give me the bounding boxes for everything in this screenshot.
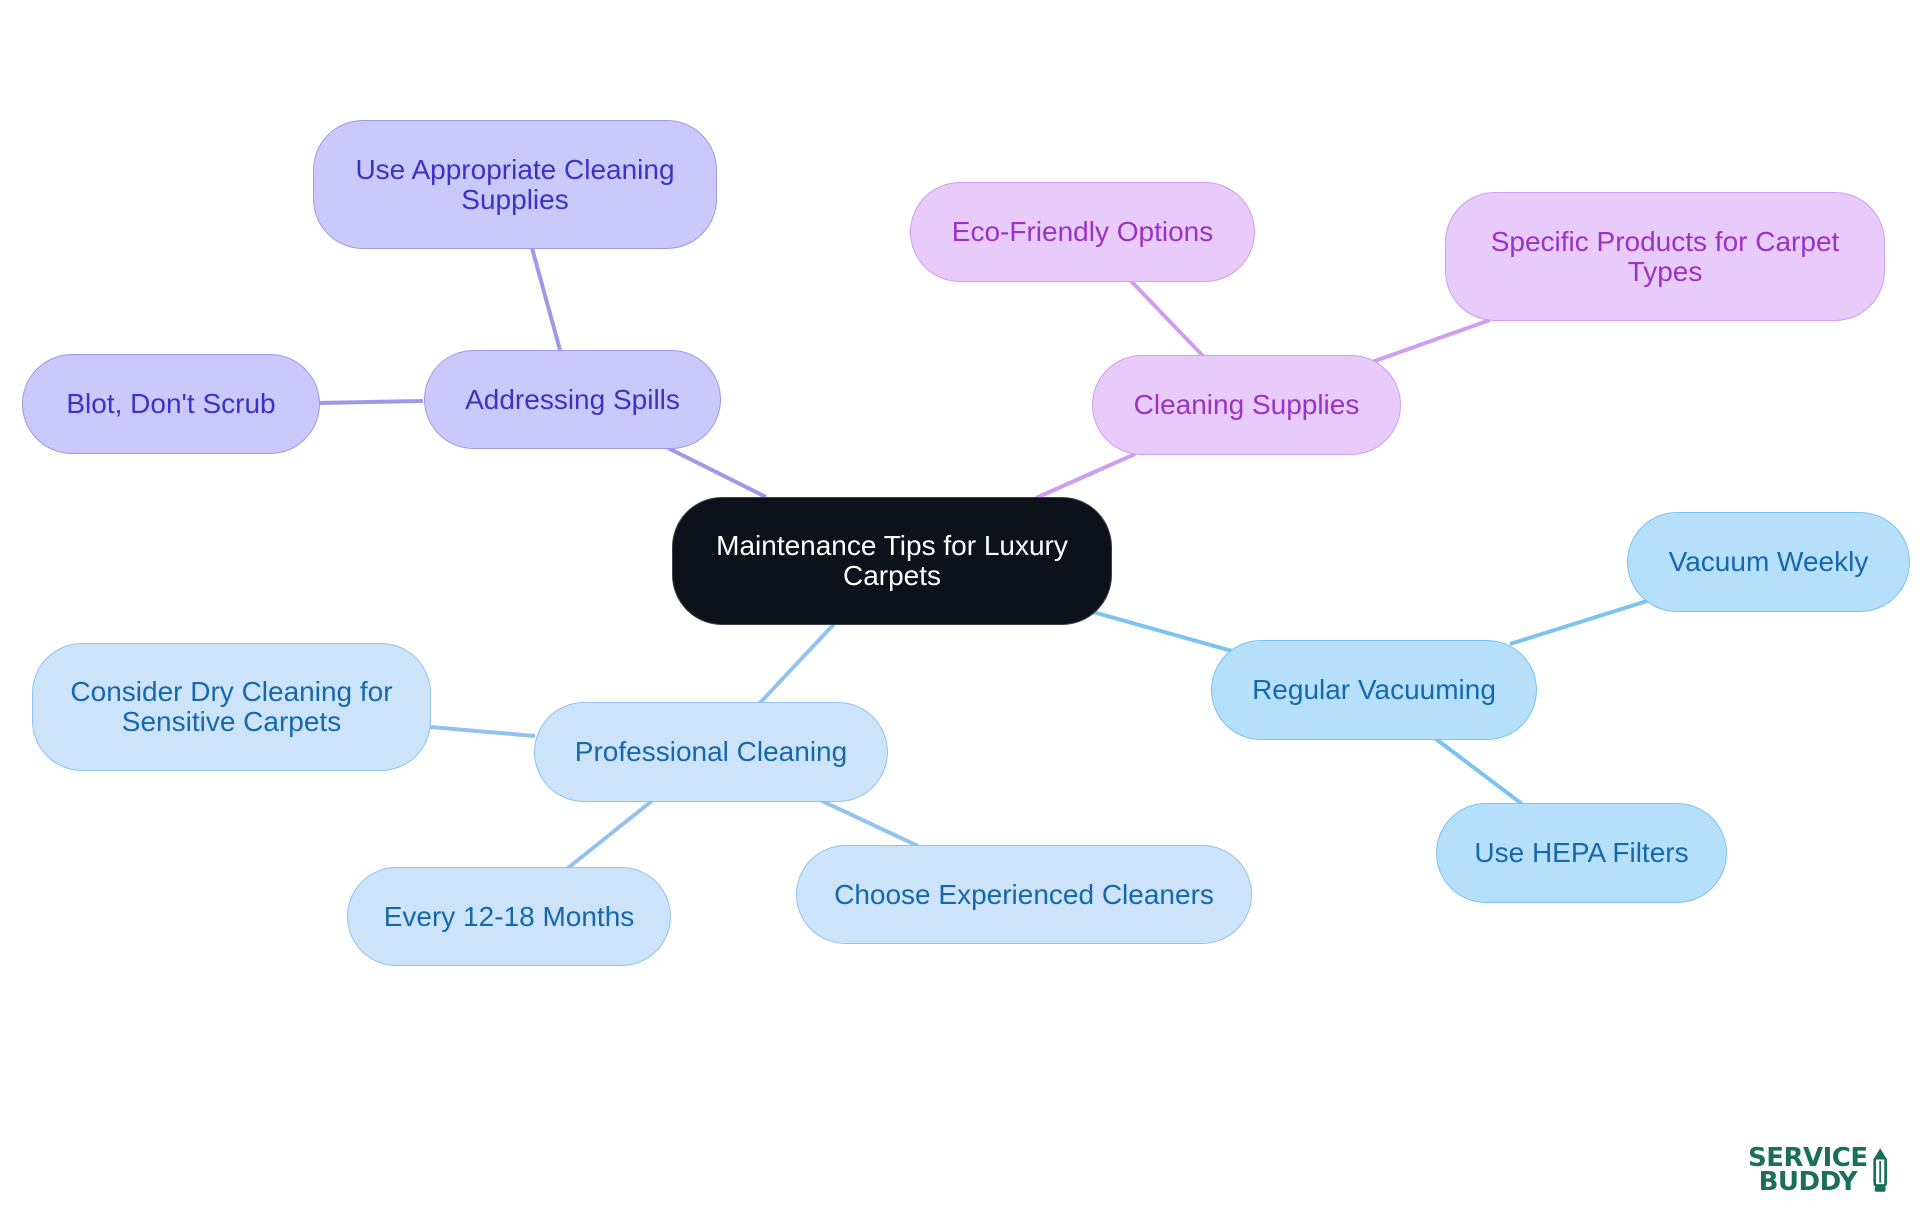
regular-vacuuming-node[interactable]: Regular Vacuuming [1211, 640, 1537, 740]
root-node[interactable]: Maintenance Tips for Luxury Carpets [672, 497, 1112, 625]
link-root-addressing-spills [667, 446, 767, 499]
link-supplies-specific [1371, 318, 1491, 364]
choose-experienced-cleaners-label: Choose Experienced Cleaners [834, 878, 1214, 910]
addressing-spills-node[interactable]: Addressing Spills [424, 350, 721, 449]
addressing-spills-label: Addressing Spills [465, 383, 680, 415]
regular-vacuuming-label: Regular Vacuuming [1252, 674, 1496, 705]
pencil-icon [1873, 1148, 1887, 1192]
eco-friendly-options-label: Eco-Friendly Options [951, 216, 1214, 247]
link-supplies-eco [1129, 279, 1205, 358]
link-professional-12-18 [566, 798, 655, 870]
use-hepa-filters-node[interactable]: Use HEPA Filters [1436, 803, 1727, 903]
service-buddy-logo: SERVICE BUDDY [1748, 1142, 1888, 1198]
link-spills-use-supplies [530, 247, 562, 351]
specific-products-label: Specific Products for Carpet Types [1490, 225, 1840, 287]
link-spills-blot [317, 399, 424, 405]
logo-line-2: BUDDY [1758, 1167, 1858, 1197]
cleaning-supplies-label: Cleaning Supplies [1133, 389, 1360, 420]
eco-friendly-options-node[interactable]: Eco-Friendly Options [910, 182, 1255, 282]
choose-experienced-cleaners-node[interactable]: Choose Experienced Cleaners [796, 845, 1252, 944]
link-professional-experienced [819, 798, 919, 848]
use-hepa-filters-label: Use HEPA Filters [1474, 837, 1689, 868]
link-vacuuming-weekly [1509, 599, 1648, 646]
blot-dont-scrub-label: Blot, Don't Scrub [66, 388, 276, 419]
every-12-18-months-node[interactable]: Every 12-18 Months [347, 867, 671, 966]
consider-dry-cleaning-label: Consider Dry Cleaning for Sensitive Carp… [70, 676, 393, 737]
logo-line-1: SERVICE [1748, 1143, 1868, 1173]
every-12-18-months-label: Every 12-18 Months [383, 900, 635, 932]
specific-products-node[interactable]: Specific Products for Carpet Types [1445, 192, 1885, 321]
vacuum-weekly-label: Vacuum Weekly [1668, 546, 1869, 577]
cleaning-supplies-node[interactable]: Cleaning Supplies [1092, 355, 1401, 455]
vacuum-weekly-node[interactable]: Vacuum Weekly [1627, 512, 1910, 612]
professional-cleaning-node[interactable]: Professional Cleaning [534, 702, 888, 802]
professional-cleaning-label: Professional Cleaning [574, 736, 848, 767]
link-vacuuming-hepa [1434, 737, 1524, 806]
blot-dont-scrub-node[interactable]: Blot, Don't Scrub [22, 354, 320, 454]
use-appropriate-cleaning-supplies-label: Use Appropriate Cleaning Supplies [355, 153, 675, 215]
link-root-cleaning-supplies [1035, 452, 1136, 500]
link-root-professional-cleaning [756, 622, 836, 707]
link-root-regular-vacuuming [1092, 610, 1233, 653]
link-professional-dry-cleaning [429, 725, 536, 738]
root-label: Maintenance Tips for Luxury Carpets [716, 530, 1068, 591]
consider-dry-cleaning-node[interactable]: Consider Dry Cleaning for Sensitive Carp… [32, 643, 431, 771]
use-appropriate-cleaning-supplies-node[interactable]: Use Appropriate Cleaning Supplies [313, 120, 717, 249]
